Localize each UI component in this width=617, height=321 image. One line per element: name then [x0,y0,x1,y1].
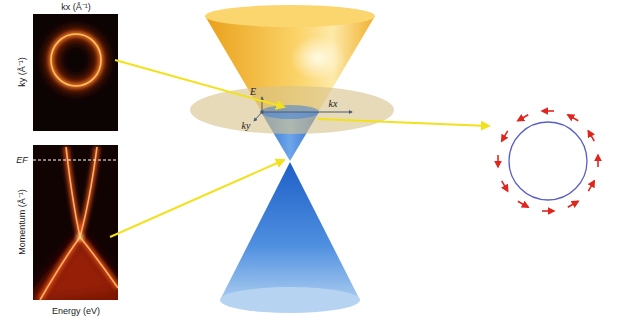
spin-arrow [502,131,508,141]
band-line [40,147,118,300]
momentum-axis-label: ky [242,120,251,132]
spin-arrow [597,155,599,167]
spin-arrow [588,181,594,191]
spin-arrows [498,111,598,211]
fermi-level-line [33,160,118,161]
lower-cone [220,162,360,300]
spin-arrow [518,115,528,121]
pointer-arrow [115,60,284,107]
spin-arrow [497,155,499,167]
axis-origin [260,110,264,114]
ring-glow [51,34,101,86]
energy-axis-label: E [250,86,256,98]
cone-highlight [290,36,346,80]
fermi-ring [51,34,101,86]
spin-arrow [518,201,528,207]
spin-arrow [502,181,508,191]
ring-line [51,34,101,86]
spin-arrow [542,110,554,112]
axis-label: Momentum (Å⁻¹) [17,189,28,255]
spin-arrow [568,201,578,207]
energy-axis [262,97,263,112]
ky-axis [254,112,262,121]
lower-cone-rim [220,287,360,313]
dirac-dispersion [33,147,118,300]
momentum-axis-label: kx [329,98,338,110]
axis-label: Energy (eV) [52,306,100,317]
arpes-panel [33,145,118,300]
energy-plane [190,86,394,134]
arpes-panel [33,14,118,131]
kx-axis [262,112,352,113]
fermi-level-label: EF [16,155,28,166]
axis-label: ky (Å⁻¹) [17,57,28,87]
band-glow [40,147,118,300]
spin-arrow [542,210,554,212]
fermi-contour [509,122,587,200]
dirac-point [77,234,83,240]
upper-cone-rim [205,5,375,27]
spin-arrow [588,131,594,141]
axis-label: kx (Å⁻¹) [61,2,91,13]
pointer-arrow [110,160,284,237]
ring-glow [51,34,101,86]
spin-arrow [568,115,578,121]
pointer-arrow [318,119,489,126]
